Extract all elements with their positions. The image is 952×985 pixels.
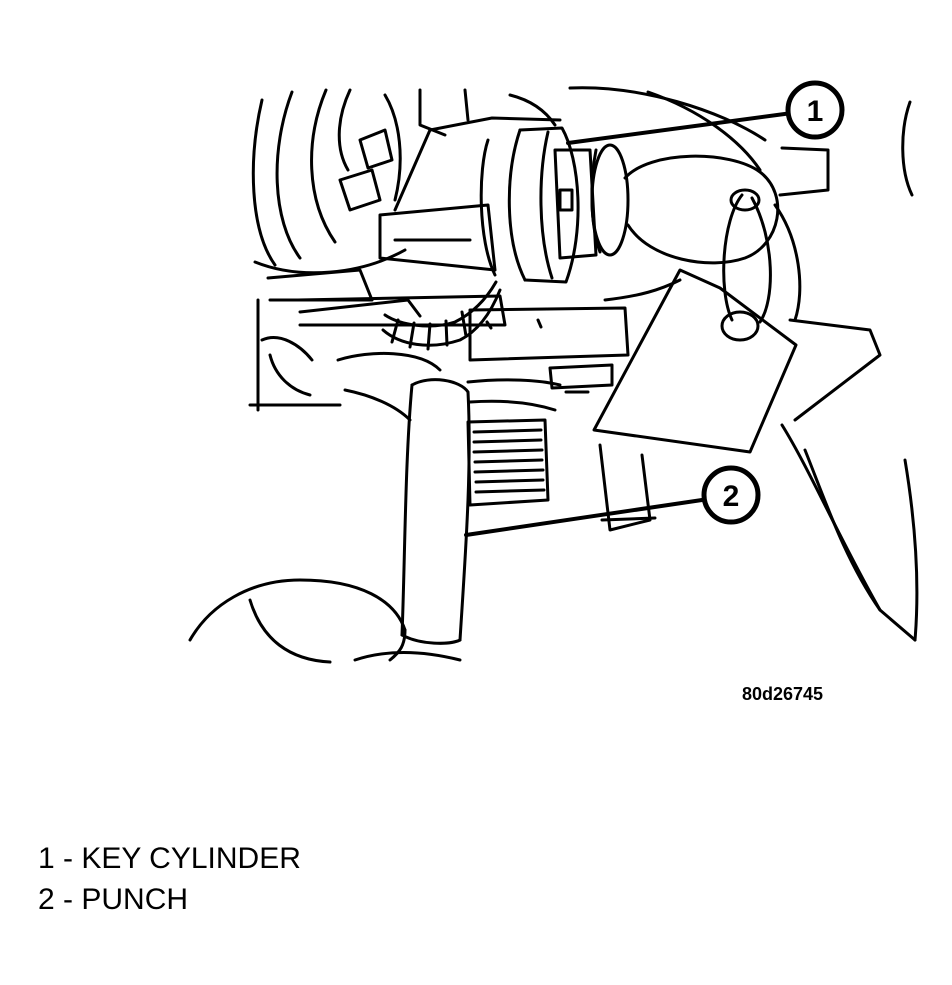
legend-separator: -: [54, 883, 82, 916]
callout-1-number: 1: [807, 95, 824, 128]
steering-column-shroud: [251, 88, 557, 302]
callout-1: 1: [785, 80, 845, 140]
legend-label: PUNCH: [81, 883, 189, 916]
legend-number: 1: [38, 842, 55, 875]
callout-leaders: [464, 105, 805, 537]
lock-housing: [248, 116, 630, 422]
hand: [188, 578, 462, 664]
legend-separator: -: [54, 842, 82, 875]
wire-harness: [381, 280, 502, 351]
ignition-key: [592, 154, 798, 454]
brake-pedal: [466, 418, 657, 532]
knee-bolster: [568, 86, 919, 642]
key-cylinder: [479, 126, 630, 284]
figure-id: 80d26745: [742, 684, 824, 704]
legend-number: 2: [38, 883, 55, 916]
legend: 1 - KEY CYLINDER 2 - PUNCH: [38, 838, 301, 920]
callout-2-number: 2: [723, 480, 740, 513]
punch: [400, 378, 471, 645]
legend-item-key-cylinder: 1 - KEY CYLINDER: [38, 838, 301, 879]
legend-item-punch: 2 - PUNCH: [38, 879, 301, 920]
callout-2: 2: [701, 465, 761, 525]
legend-label: KEY CYLINDER: [81, 842, 301, 875]
